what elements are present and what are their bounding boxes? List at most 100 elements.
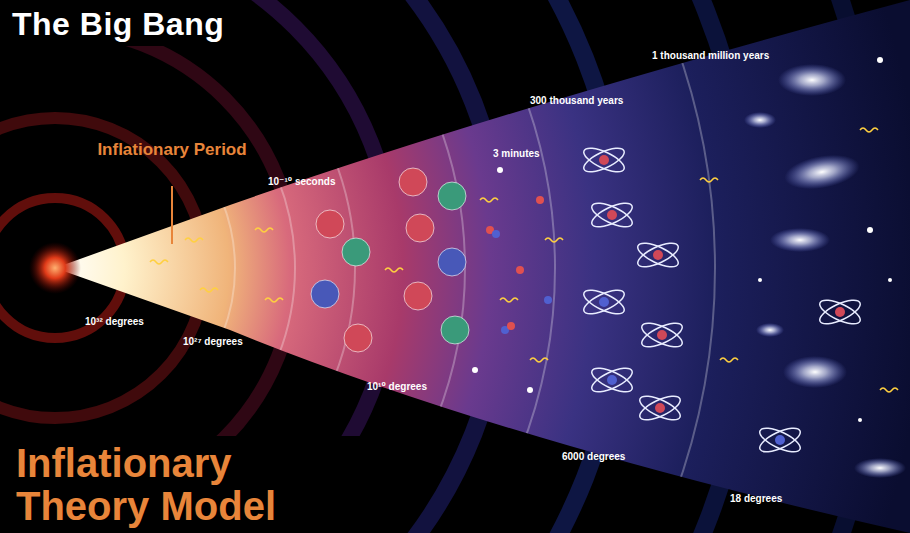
orbit <box>817 295 864 328</box>
band-edge <box>0 0 555 533</box>
galaxy <box>854 458 906 478</box>
epoch-bands <box>0 0 715 533</box>
particle-sphere <box>441 316 469 344</box>
photon <box>385 268 403 272</box>
nucleus <box>544 296 552 304</box>
big-bang-point <box>29 242 81 294</box>
orbit <box>757 423 804 456</box>
photon <box>255 228 273 232</box>
photon <box>720 358 738 362</box>
orbit <box>589 363 636 396</box>
galaxy <box>778 64 846 96</box>
galaxy <box>782 150 862 195</box>
galaxies <box>744 57 906 478</box>
particle-sphere <box>404 282 432 310</box>
particle-sphere <box>406 214 434 242</box>
star <box>888 278 892 282</box>
time-label: 3 minutes <box>493 148 540 160</box>
band-edge <box>0 0 715 533</box>
electron <box>527 387 533 393</box>
nuclei <box>472 167 552 393</box>
orbit <box>581 285 628 318</box>
caption: Inflationary Theory Model <box>16 442 376 528</box>
particle-sphere <box>399 168 427 196</box>
orbit <box>589 198 636 231</box>
particle-sphere <box>344 324 372 352</box>
atom <box>635 238 682 271</box>
photon <box>265 298 283 302</box>
orbit <box>639 318 686 351</box>
atom <box>757 423 804 456</box>
photon <box>880 388 898 392</box>
nucleus <box>835 307 845 317</box>
photon <box>700 178 718 182</box>
nucleus <box>516 266 524 274</box>
particle-sphere <box>311 280 339 308</box>
photon <box>150 260 168 264</box>
nucleus <box>653 250 663 260</box>
star <box>758 278 762 282</box>
nucleus <box>507 322 515 330</box>
electron <box>497 167 503 173</box>
galaxy <box>783 356 847 388</box>
atom <box>581 143 628 176</box>
nucleus <box>492 230 500 238</box>
particle-sphere <box>438 182 466 210</box>
atom <box>639 318 686 351</box>
orbit <box>637 391 684 424</box>
galaxy <box>756 323 784 337</box>
atom <box>589 363 636 396</box>
nucleus <box>536 196 544 204</box>
orbit <box>589 198 636 231</box>
atom <box>817 295 864 328</box>
star <box>877 57 883 63</box>
band-edge <box>0 0 465 533</box>
star <box>858 418 862 422</box>
atoms <box>581 143 864 456</box>
time-label: 1 thousand million years <box>652 50 769 62</box>
atom <box>581 285 628 318</box>
period-label: Inflationary Period <box>87 140 257 159</box>
temperature-label: 10¹⁰ degrees <box>367 381 427 393</box>
caption-panel <box>0 436 384 533</box>
nucleus <box>607 375 617 385</box>
galaxy <box>770 228 830 252</box>
photon <box>480 198 498 202</box>
temperature-label: 6000 degrees <box>562 451 625 463</box>
nucleus <box>657 330 667 340</box>
atom <box>589 198 636 231</box>
photon <box>860 128 878 132</box>
orbit <box>757 423 804 456</box>
nucleus <box>599 155 609 165</box>
photon <box>545 238 563 242</box>
title-panel <box>0 0 250 46</box>
orbit <box>635 238 682 271</box>
orbit <box>581 285 628 318</box>
quark-spheres <box>311 168 469 352</box>
nucleus <box>599 297 609 307</box>
photons <box>150 128 898 392</box>
temperature-label: 10³² degrees <box>85 316 144 328</box>
leader-line <box>171 186 173 244</box>
orbit <box>637 391 684 424</box>
orbit <box>639 318 686 351</box>
nucleus <box>775 435 785 445</box>
galaxy <box>744 112 776 128</box>
star <box>867 227 873 233</box>
orbit <box>581 143 628 176</box>
particle-sphere <box>438 248 466 276</box>
orbit <box>581 143 628 176</box>
nucleus <box>607 210 617 220</box>
orbit <box>589 363 636 396</box>
time-label: 10⁻¹⁰ seconds <box>268 176 335 188</box>
orbit <box>817 295 864 328</box>
particle-sphere <box>342 238 370 266</box>
time-label: 300 thousand years <box>530 95 623 107</box>
photon <box>500 298 518 302</box>
photon <box>530 358 548 362</box>
nucleus <box>655 403 665 413</box>
photon <box>185 238 203 242</box>
atom <box>637 391 684 424</box>
title: The Big Bang <box>12 6 224 42</box>
